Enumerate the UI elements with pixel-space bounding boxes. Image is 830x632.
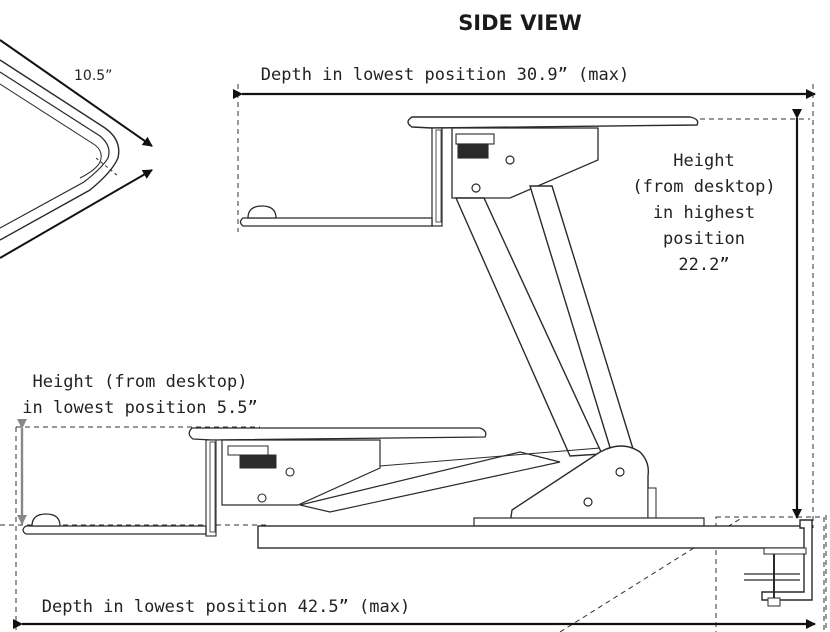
height-high-label: Height (from desktop) in highest positio… xyxy=(632,151,775,275)
raised-platform xyxy=(239,116,699,457)
lowered-platform xyxy=(22,427,601,537)
guide-lines xyxy=(0,84,827,632)
width-label: 10.5” xyxy=(74,68,112,84)
depth-top-label: Depth in lowest position 30.9” (max) xyxy=(261,65,629,85)
title: SIDE VIEW xyxy=(458,11,582,35)
height-high-line3: in highest xyxy=(653,203,755,223)
height-high-line2: (from desktop) xyxy=(632,177,775,197)
height-low-line2: in lowest position 5.5” xyxy=(22,398,257,418)
height-high-line4: position xyxy=(663,229,745,249)
depth-bottom-label: Depth in lowest position 42.5” (max) xyxy=(42,597,410,617)
height-low-label: Height (from desktop) in lowest position… xyxy=(22,372,257,418)
height-high-line5: 22.2” xyxy=(678,255,729,275)
height-high-line1: Height xyxy=(673,151,734,171)
base-assembly xyxy=(257,445,813,607)
top-view-fragment: 10.5” xyxy=(0,39,153,259)
width-arrow-lower xyxy=(0,169,153,259)
height-low-line1: Height (from desktop) xyxy=(33,372,248,392)
width-arrow xyxy=(0,39,153,147)
